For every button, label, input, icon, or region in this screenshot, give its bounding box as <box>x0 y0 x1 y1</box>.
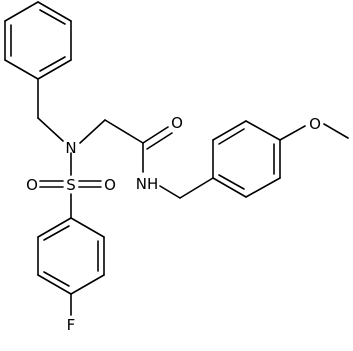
atom-n-sulfonamide: N <box>65 139 76 157</box>
atom-o-methoxy: O <box>309 115 321 133</box>
bond-c-o-2 <box>146 132 173 150</box>
bond-ch2-c <box>104 119 144 144</box>
bond-ring-o <box>279 125 306 141</box>
atom-o-carbonyl: O <box>171 114 183 132</box>
atom-o-sulfonyl-left: O <box>26 176 38 194</box>
atom-s: S <box>66 176 76 194</box>
bond-ch2-n <box>37 117 64 142</box>
atom-o-sulfonyl-right: O <box>104 176 116 194</box>
benzyl-phenyl-ring <box>4 1 72 80</box>
atom-nh-amide: NH <box>136 175 159 193</box>
bond-o-ch3 <box>323 123 349 139</box>
methoxyphenyl-ring <box>212 120 281 198</box>
fluorophenyl-ring <box>37 217 105 295</box>
bond-nh-ch2 <box>159 185 181 199</box>
atom-f: F <box>67 316 76 334</box>
bond-c-o-1 <box>142 126 169 144</box>
bond-ch2-ring <box>179 177 214 199</box>
bond-n-ch2 <box>79 119 106 144</box>
